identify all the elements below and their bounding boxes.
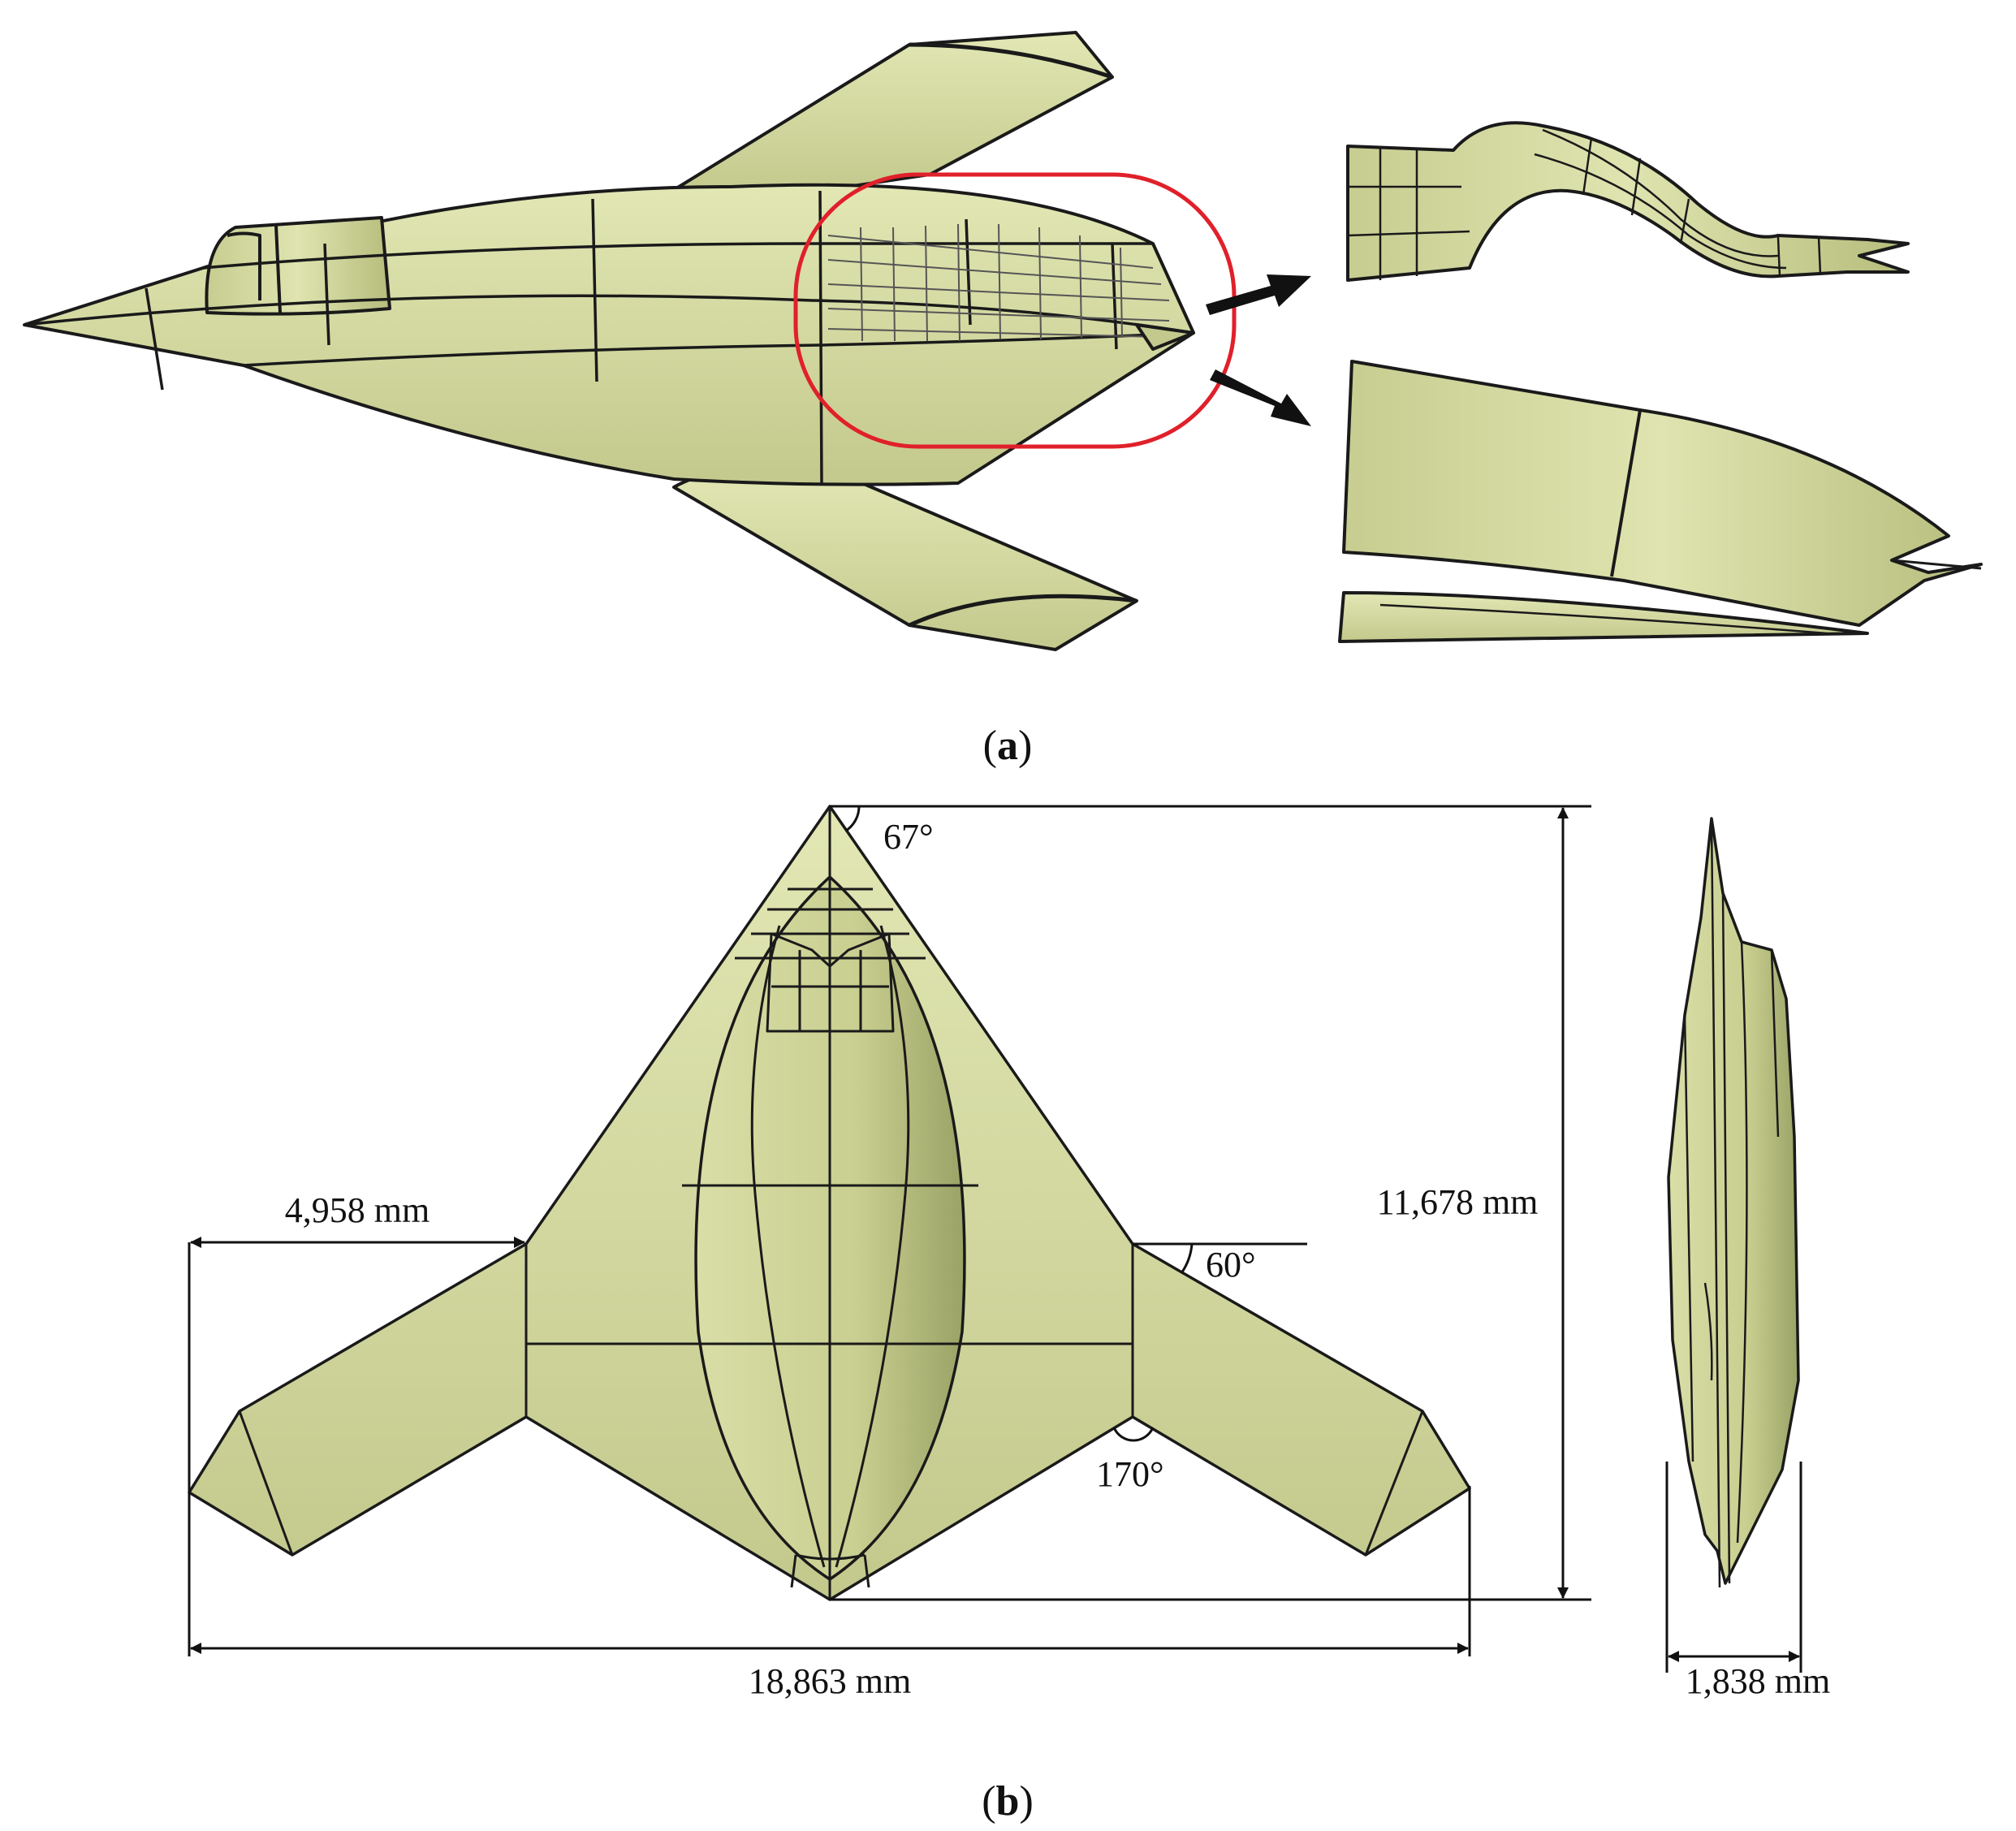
exhaust-duct-part — [1346, 121, 1910, 282]
aircraft-body — [23, 183, 1195, 486]
caption-b: (b) — [982, 1778, 1034, 1825]
lower-wing — [672, 467, 1138, 651]
trailing-edge-angle-label: 170° — [1096, 1454, 1164, 1494]
trailing-edge-angle-arc — [1112, 1427, 1155, 1442]
leading-edge-angle-label: 60° — [1206, 1245, 1256, 1285]
nozzle-shell-part — [1338, 360, 1983, 643]
arrow-to-duct — [1206, 274, 1311, 315]
dimension-lines — [188, 805, 1802, 1673]
aircraft-top-view — [188, 805, 1471, 1601]
nose-angle-label: 67° — [883, 817, 934, 857]
exhaust-grid — [827, 223, 1170, 342]
nose-angle-arc — [845, 805, 861, 832]
highlight-ellipse — [793, 172, 1237, 449]
panel-a: (a) — [23, 31, 1983, 769]
caption-a: (a) — [983, 723, 1033, 769]
span-label: 18,863 mm — [749, 1661, 911, 1701]
leading-edge-angle-arc — [1180, 1243, 1194, 1274]
length-label: 11,678 mm — [1377, 1182, 1539, 1222]
aircraft-side-view — [1667, 817, 1800, 1588]
aircraft-3d-view — [23, 31, 1195, 651]
callout-arrows — [1206, 274, 1311, 426]
wing-length-label: 4,958 mm — [285, 1190, 430, 1230]
arrow-to-shell — [1210, 369, 1311, 426]
height-label: 1,838 mm — [1686, 1661, 1830, 1701]
panel-b: 67° 60° 170° 4,958 mm 11,678 mm 18,863 m… — [188, 805, 1830, 1825]
